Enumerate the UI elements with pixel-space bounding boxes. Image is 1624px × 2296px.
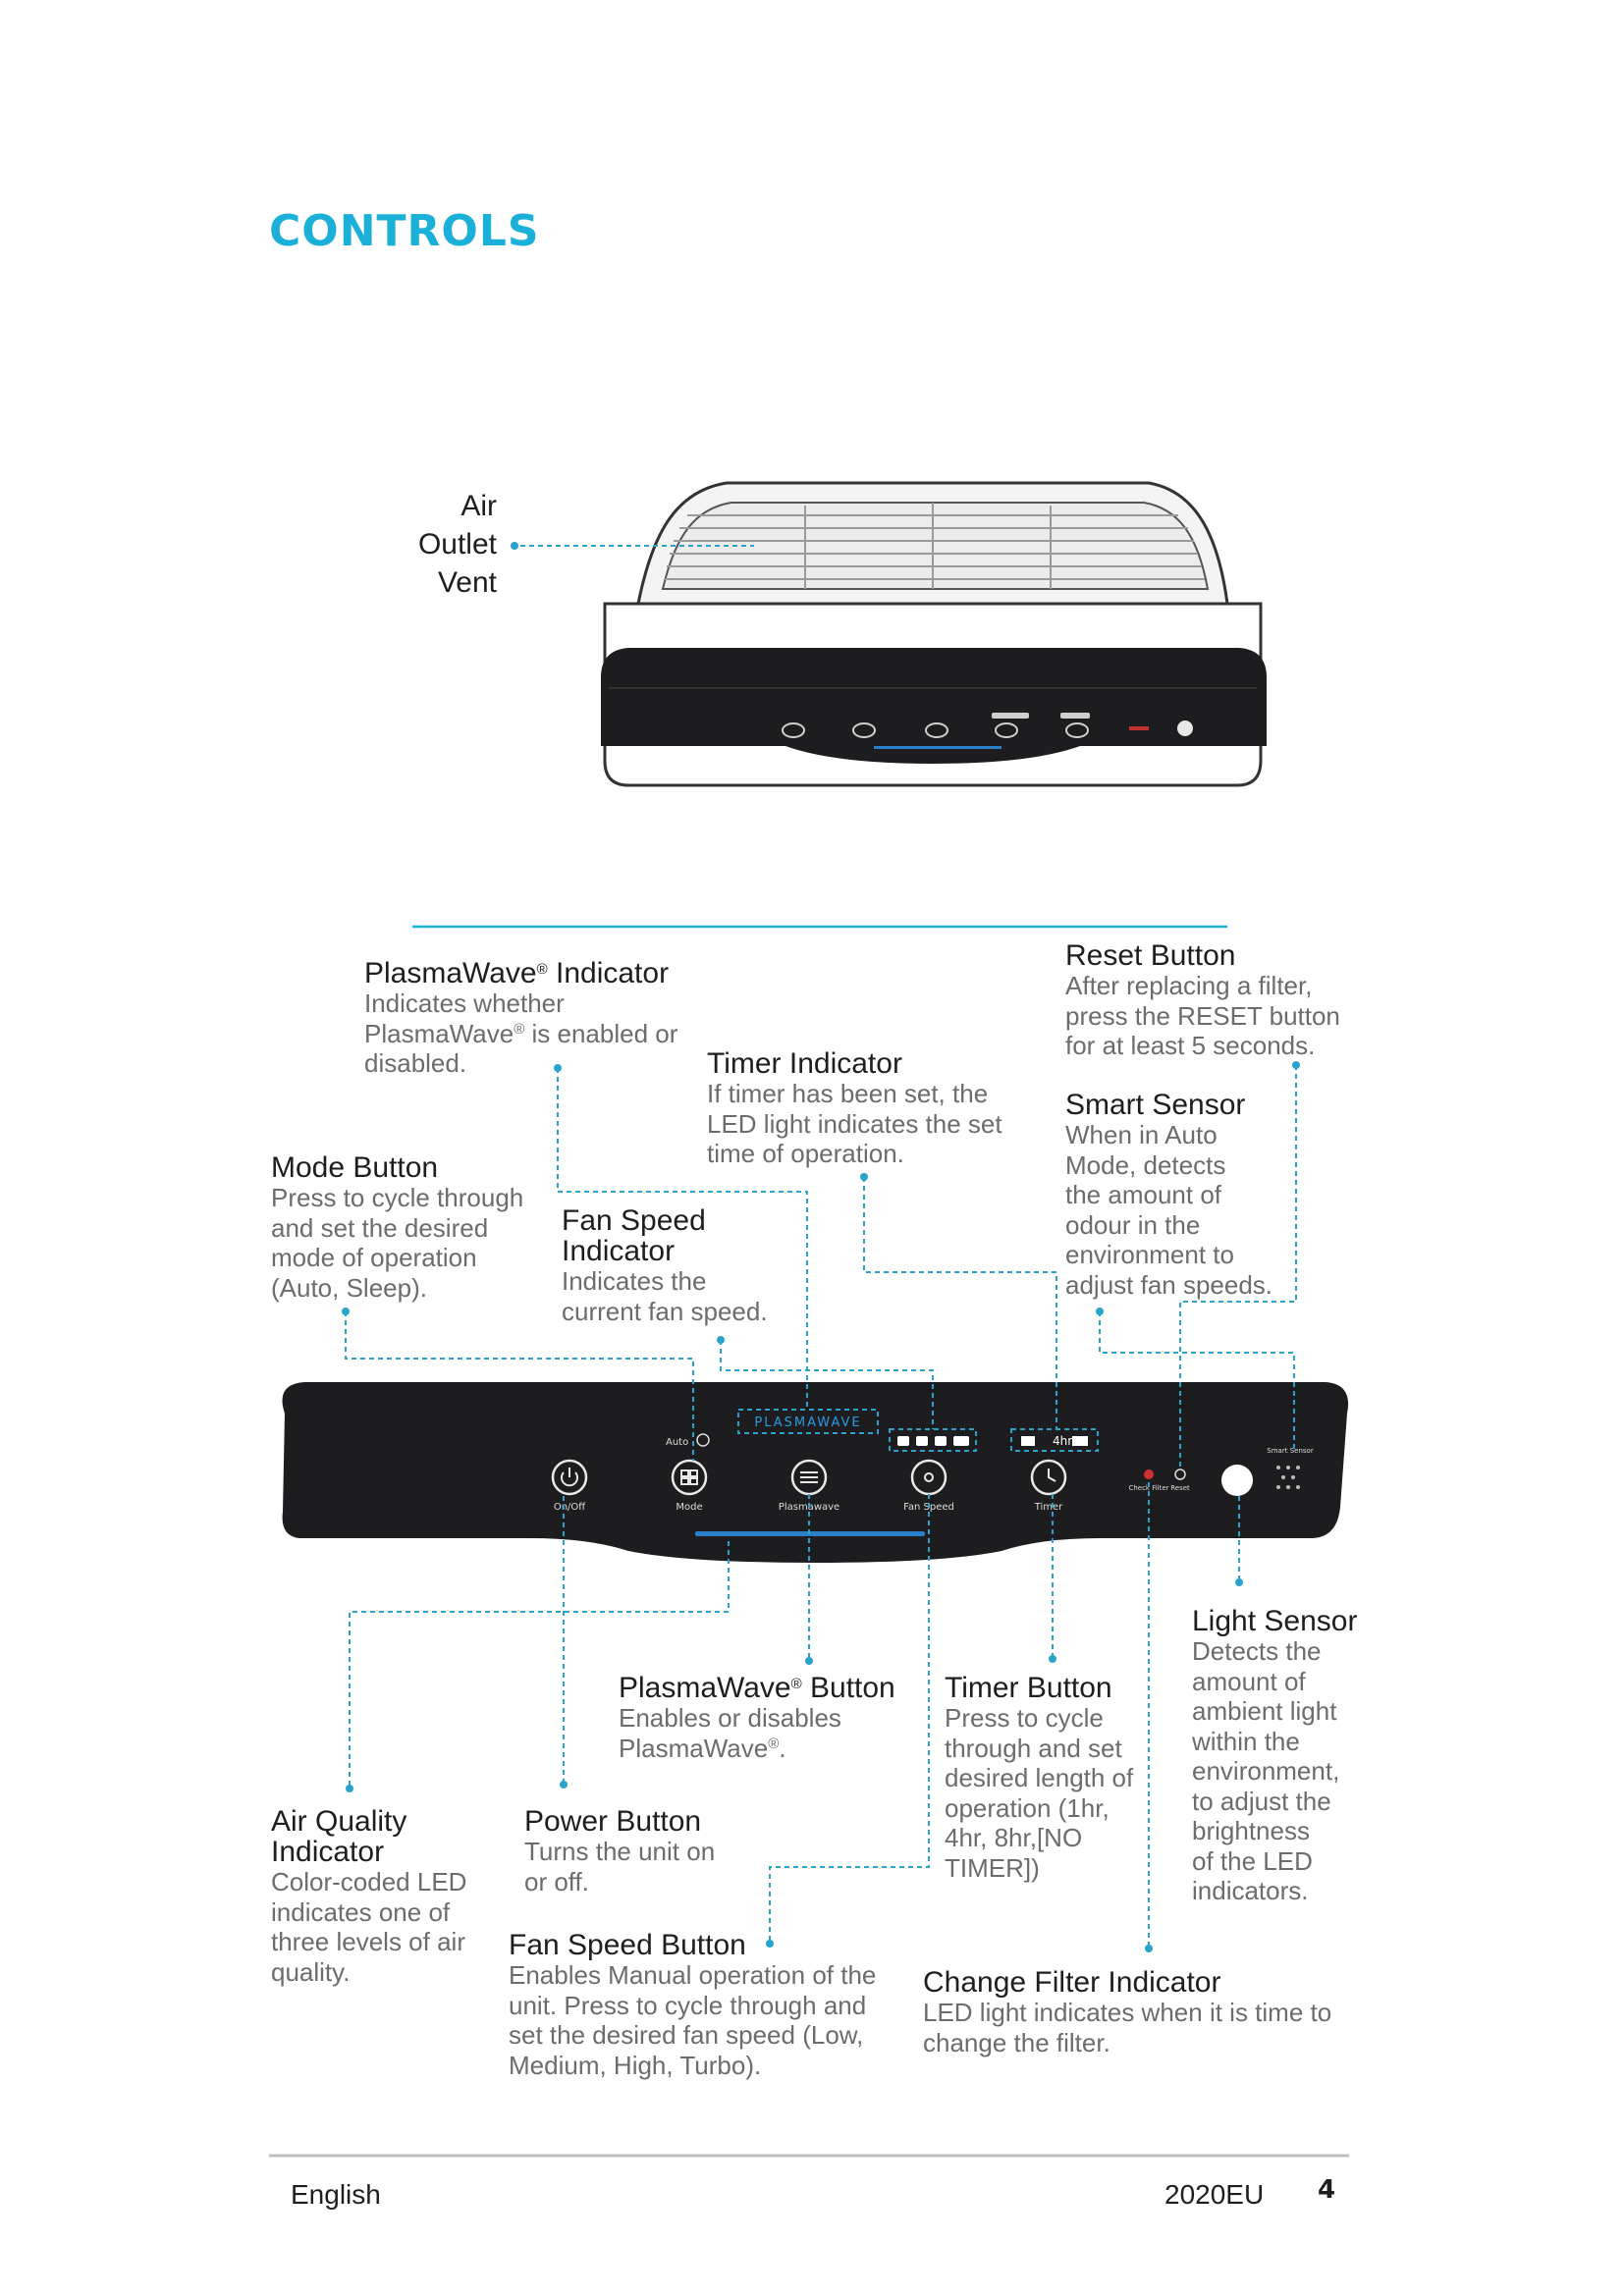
control-panel: PLASMAWAVE 4hr Auto	[282, 1382, 1349, 1563]
timer-label: Timer	[1034, 1502, 1063, 1513]
page-title: CONTROLS	[269, 206, 540, 256]
smart-sensor-grille	[1276, 1466, 1300, 1489]
svg-text:Check Filter: Check Filter	[1128, 1484, 1168, 1492]
fan-speed-button-callout: Fan Speed Button Enables Manual operatio…	[509, 1929, 877, 2080]
check-filter-led	[1144, 1469, 1154, 1479]
page-number: 4	[1318, 2175, 1336, 2205]
air-outlet-vent-label: Air Outlet Vent	[417, 490, 497, 599]
smart-sensor-callout: Smart Sensor When in Auto Mode, detects …	[1065, 1089, 1273, 1300]
leader-dots	[342, 1061, 1300, 1952]
reset-button-icon	[1174, 1468, 1186, 1480]
leader-lines	[345, 1065, 1297, 1949]
reset-button-callout: Reset Button After replacing a filter, p…	[1065, 939, 1340, 1060]
fan-speed-indicator-callout: Fan Speed Indicator Indicates the curren…	[562, 1204, 768, 1326]
timer-indicator-callout: Timer Indicator If timer has been set, t…	[707, 1047, 1002, 1168]
light-sensor	[1221, 1465, 1253, 1496]
light-sensor-callout: Light Sensor Detects the amount of ambie…	[1192, 1605, 1358, 1905]
svg-text:Reset: Reset	[1170, 1484, 1190, 1492]
power-button-callout: Power Button Turns the unit on or off.	[524, 1805, 716, 1896]
svg-text:PLASMAWAVE: PLASMAWAVE	[754, 1415, 861, 1430]
change-filter-indicator-callout: Change Filter Indicator LED light indica…	[923, 1966, 1332, 2057]
footer-language: English	[291, 2179, 381, 2210]
mode-label: Mode	[676, 1502, 702, 1513]
plasmawave-indicator-led	[737, 1409, 879, 1434]
vent-leader-line	[511, 542, 754, 550]
plasmawave-button-callout: PlasmaWave® Button Enables or disables P…	[619, 1672, 895, 1763]
mode-button-callout: Mode Button Press to cycle through and s…	[271, 1151, 524, 1303]
onoff-label: On/Off	[554, 1502, 586, 1513]
fan-speed-indicator-led	[889, 1428, 977, 1452]
footer-model: 2020EU	[1164, 2179, 1265, 2210]
air-quality-indicator-callout: Air Quality Indicator Color-coded LED in…	[271, 1805, 467, 1987]
air-purifier-illustration	[601, 481, 1267, 787]
plasmawave-indicator-callout: PlasmaWave® Indicator Indicates whether …	[364, 957, 678, 1078]
svg-text:Smart Sensor: Smart Sensor	[1267, 1447, 1314, 1455]
timer-indicator-led	[1010, 1428, 1099, 1452]
svg-text:4hr: 4hr	[1053, 1434, 1072, 1448]
svg-text:Auto: Auto	[666, 1437, 688, 1448]
timer-button-callout: Timer Button Press to cycle through and …	[945, 1672, 1134, 1883]
